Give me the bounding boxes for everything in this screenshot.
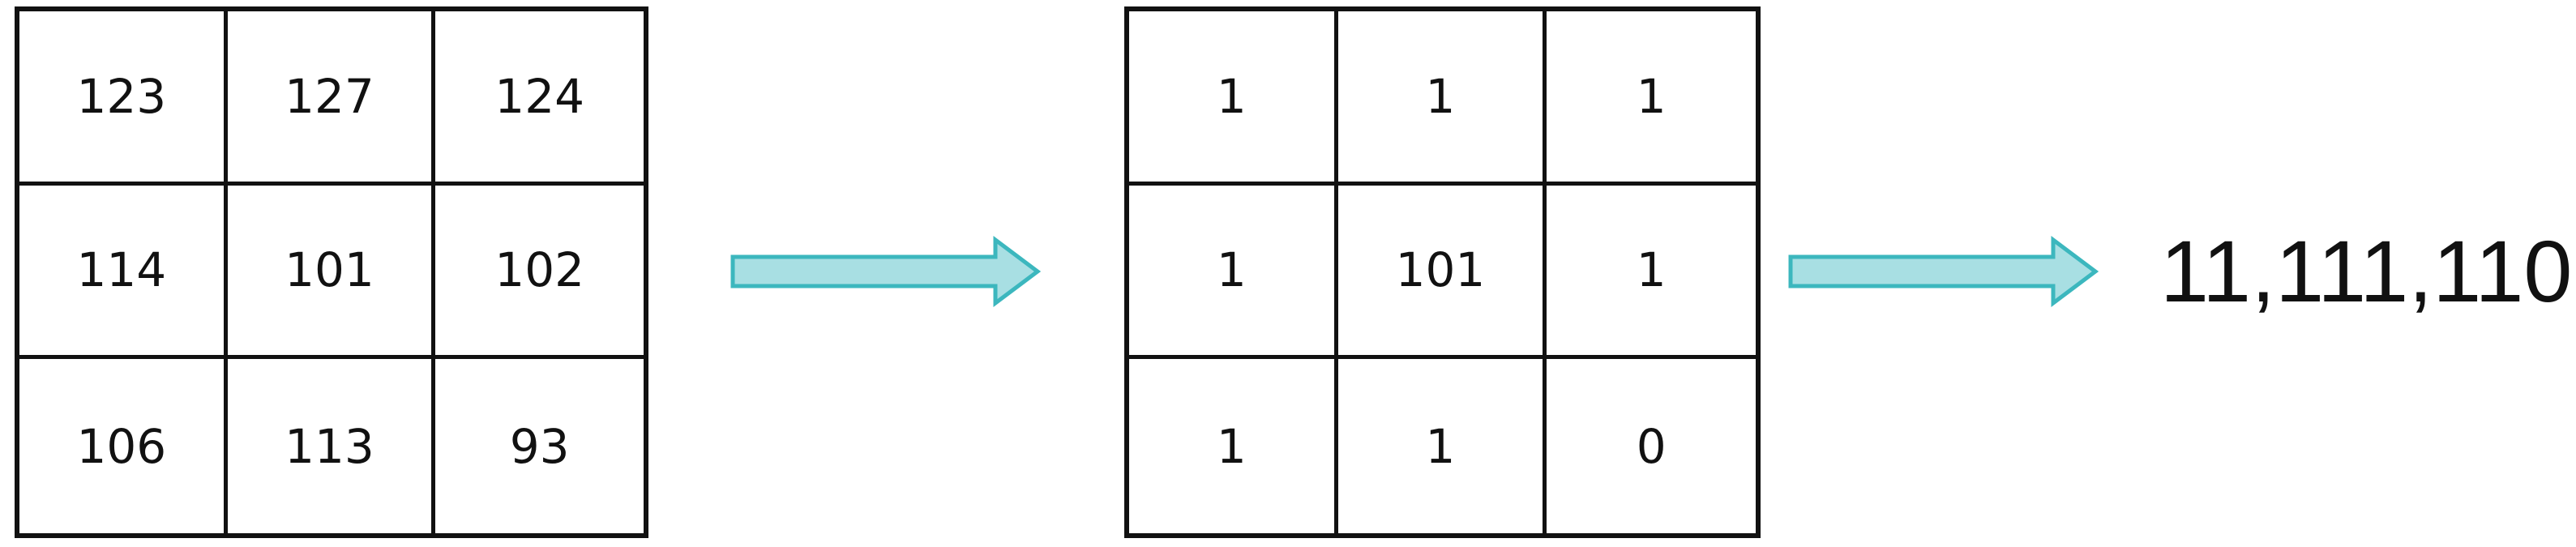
grid-cell: 1 xyxy=(1338,359,1547,533)
right-arrow-icon xyxy=(1788,236,2099,307)
grid-cell: 124 xyxy=(435,11,644,186)
input-pixel-grid: 123 127 124 114 101 102 106 113 93 xyxy=(15,6,648,538)
grid-cell: 102 xyxy=(435,186,644,360)
grid-cell: 127 xyxy=(227,11,436,186)
grid-cell: 113 xyxy=(228,359,436,533)
grid-cell: 1 xyxy=(1129,11,1338,186)
grid-cell: 1 xyxy=(1547,186,1756,360)
grid-cell: 1 xyxy=(1337,11,1547,186)
grid-cell: 101 xyxy=(227,185,436,360)
grid-cell: 1 xyxy=(1129,359,1338,533)
grid-cell: 0 xyxy=(1636,418,1667,474)
right-arrow-icon xyxy=(730,236,1042,307)
grid-cell: 1 xyxy=(1129,185,1338,360)
binary-result-code: 11,111,110 xyxy=(2160,222,2573,320)
grid-cell: 106 xyxy=(19,359,228,533)
grid-cell: 93 xyxy=(509,418,570,474)
grid-cell: 123 xyxy=(19,11,228,186)
binary-pattern-grid: 1 1 1 1 101 1 1 1 0 xyxy=(1124,6,1761,538)
grid-cell: 1 xyxy=(1547,11,1756,186)
grid-cell: 101 xyxy=(1337,185,1547,360)
grid-cell: 114 xyxy=(19,185,228,360)
